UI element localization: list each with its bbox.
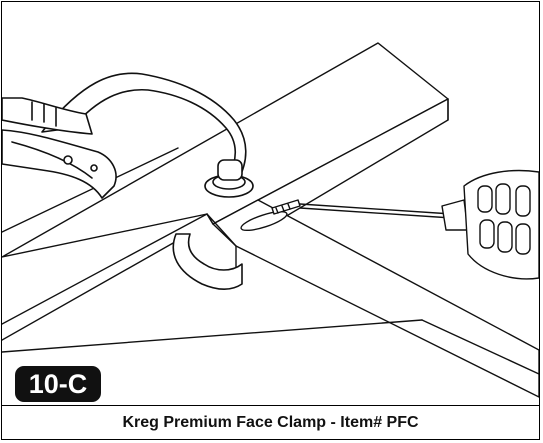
pocket-hole xyxy=(240,210,288,232)
vertical-board xyxy=(2,147,539,398)
figure-caption: Kreg Premium Face Clamp - Item# PFC xyxy=(122,414,419,431)
caption-divider xyxy=(2,405,539,406)
step-badge: 10-C xyxy=(15,366,101,402)
screw xyxy=(271,199,301,215)
face-clamp xyxy=(2,72,254,291)
assembly-illustration xyxy=(2,2,539,405)
drill-driver xyxy=(299,169,539,280)
